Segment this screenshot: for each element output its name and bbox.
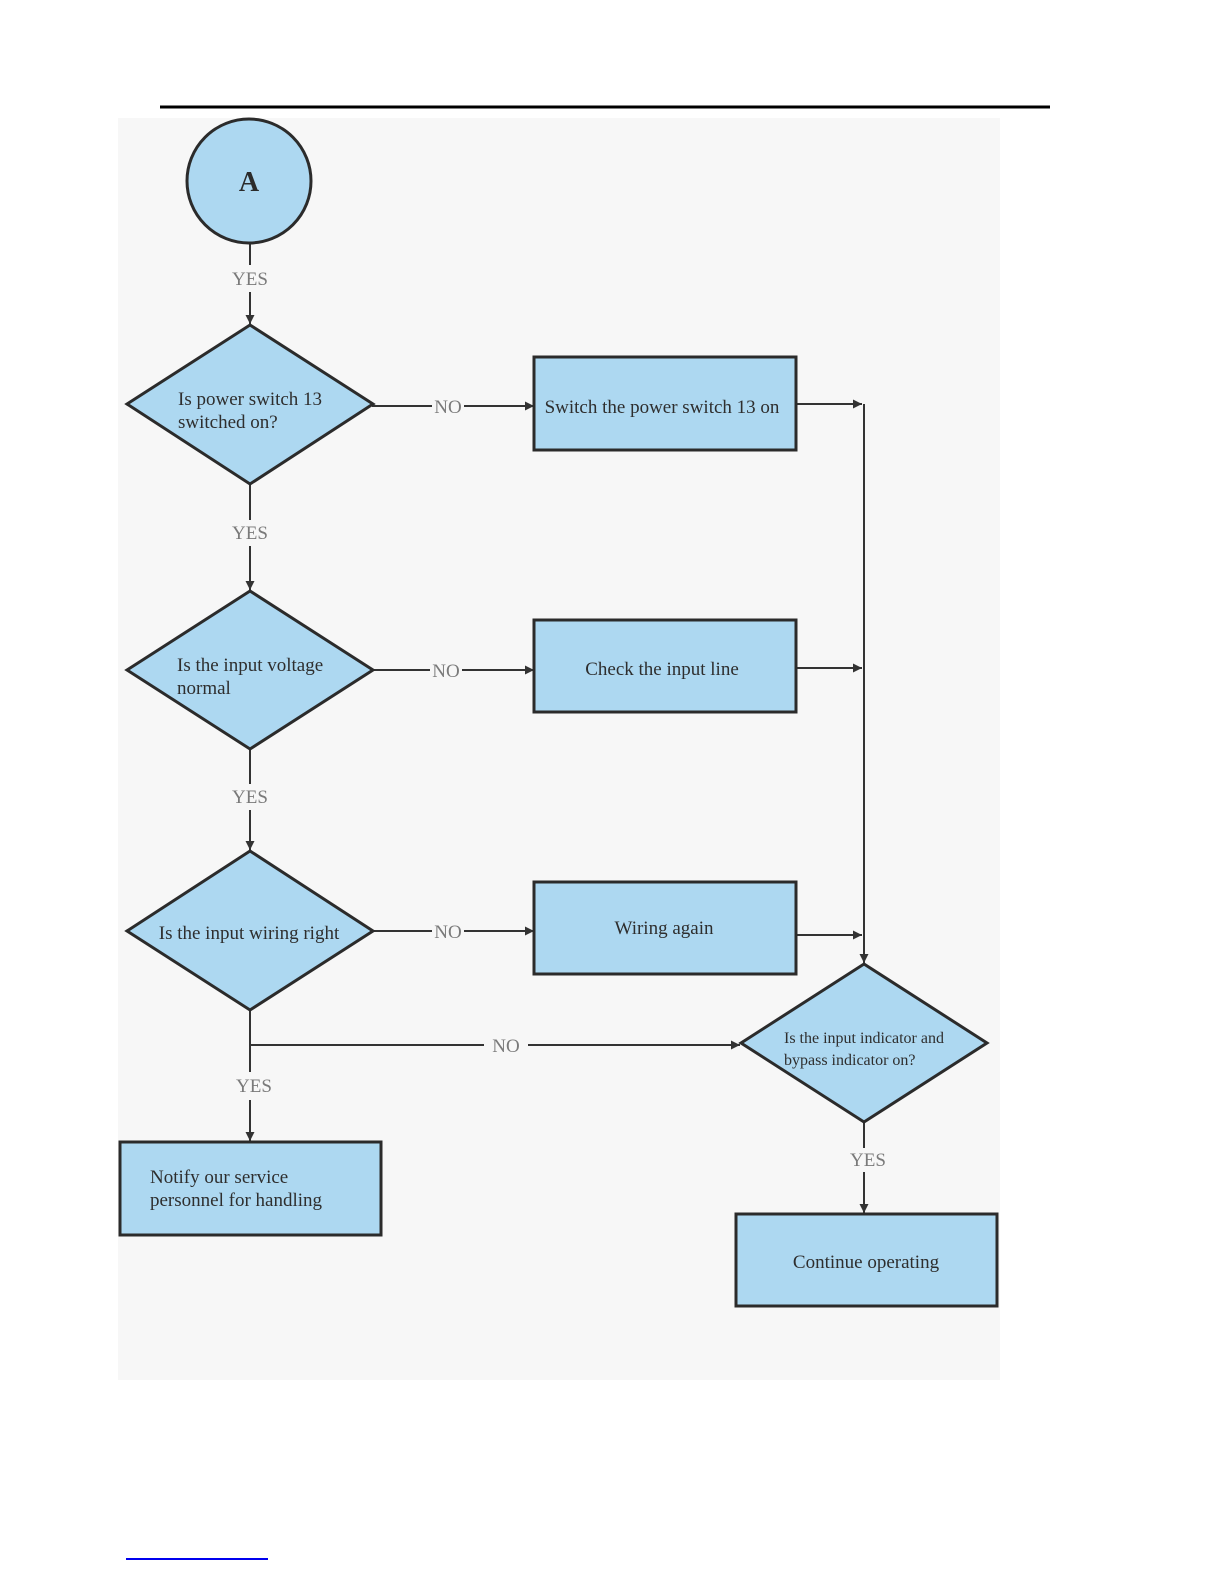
action-text: Switch the power switch 13 on [545,397,780,418]
edge-label-connector-to-power: YES [232,269,268,290]
decision-text-line1: Is the input indicator and [784,1030,944,1047]
action-text: Continue operating [793,1252,940,1273]
edge-label-voltage-yes: YES [232,787,268,808]
action-box [120,1142,381,1235]
decision-text-line1: Is the input wiring right [159,923,340,944]
connector-label: A [239,167,260,198]
edge-label-wiring-no: NO [434,922,461,943]
decision-text-line1: Is power switch 13 [178,389,322,410]
connector-a: A [187,119,311,243]
action-notify-service: Notify our service personnel for handlin… [120,1142,381,1235]
decision-text-line1: Is the input voltage [177,655,323,676]
edge-label-wiring-yes: YES [236,1076,272,1097]
action-text: Check the input line [585,659,739,680]
action-text-line2: personnel for handling [150,1190,323,1211]
edge-label-power-no: NO [434,397,461,418]
action-wiring-again: Wiring again [534,882,796,974]
action-text-line1: Notify our service [150,1167,288,1188]
decision-text-line2: bypass indicator on? [784,1052,916,1069]
action-switch-on: Switch the power switch 13 on [534,357,796,450]
action-text: Wiring again [615,918,714,939]
edge-label-indicators-yes: YES [850,1150,886,1171]
action-check-line: Check the input line [534,620,796,712]
decision-text-line2: switched on? [178,412,278,433]
decision-text-line2: normal [177,678,231,699]
edge-label-voltage-no: NO [432,661,459,682]
edge-label-wiring-to-indicators: NO [492,1036,519,1057]
action-continue-operating: Continue operating [736,1214,997,1306]
edge-label-power-yes: YES [232,523,268,544]
